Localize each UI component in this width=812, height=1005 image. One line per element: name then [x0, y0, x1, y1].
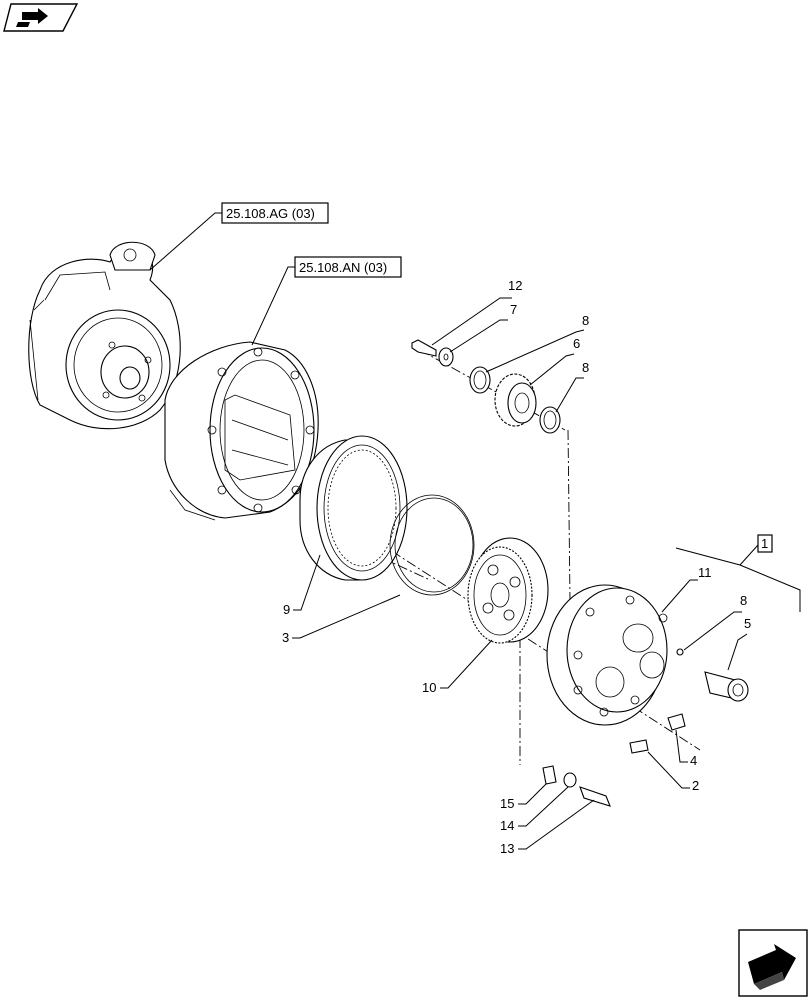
callout-7: 7	[449, 302, 517, 353]
svg-text:2: 2	[692, 778, 699, 793]
callout-8-mid: 8	[555, 360, 589, 413]
svg-text:6: 6	[573, 336, 580, 351]
svg-text:5: 5	[744, 616, 751, 631]
callout-1: 1	[675, 534, 801, 612]
planetary-cover	[546, 584, 668, 726]
steering-knuckle-housing	[28, 241, 181, 430]
book-arrow-icon[interactable]	[3, 3, 79, 32]
fasteners	[542, 713, 686, 807]
ref-an-leader	[251, 266, 295, 346]
callout-8-right: 8	[683, 593, 747, 651]
callout-11: 11	[661, 565, 712, 613]
svg-text:15: 15	[500, 796, 514, 811]
svg-text:9: 9	[283, 602, 290, 617]
callout-4: 4	[675, 729, 697, 768]
planetary-carrier	[467, 537, 549, 644]
callout-1-text: 1	[761, 536, 768, 551]
callout-8-top: 8	[485, 313, 589, 373]
planetary-carrier-housing	[164, 341, 319, 521]
svg-text:7: 7	[510, 302, 517, 317]
svg-text:10: 10	[422, 680, 436, 695]
ref-ag-text: 25.108.AG (03)	[226, 206, 315, 221]
reference-label-ag[interactable]: 25.108.AG (03)	[221, 202, 329, 224]
callout-15: 15	[500, 783, 547, 811]
next-page-arrow-icon[interactable]	[738, 929, 808, 997]
reference-label-an[interactable]: 25.108.AN (03)	[294, 256, 402, 278]
svg-text:3: 3	[282, 630, 289, 645]
svg-text:11: 11	[698, 565, 712, 580]
ref-an-text: 25.108.AN (03)	[299, 260, 387, 275]
svg-text:12: 12	[508, 278, 522, 293]
callout-9: 9	[283, 554, 321, 617]
ref-ag-leader	[149, 212, 222, 271]
planet-gear-set	[411, 339, 561, 434]
callout-6: 6	[529, 336, 580, 386]
callout-14: 14	[500, 786, 569, 833]
callout-10: 10	[422, 639, 493, 695]
ring-gear	[299, 435, 408, 581]
svg-text:13: 13	[500, 841, 514, 856]
svg-text:4: 4	[690, 753, 697, 768]
callout-12: 12	[431, 278, 522, 346]
shaft-pin	[676, 648, 749, 702]
callout-5: 5	[727, 616, 751, 671]
callout-2: 2	[647, 751, 699, 793]
svg-text:8: 8	[582, 313, 589, 328]
svg-text:8: 8	[740, 593, 747, 608]
callout-3: 3	[282, 594, 401, 645]
snap-ring	[389, 494, 475, 596]
svg-text:14: 14	[500, 818, 514, 833]
svg-text:8: 8	[582, 360, 589, 375]
callout-13: 13	[500, 799, 595, 856]
